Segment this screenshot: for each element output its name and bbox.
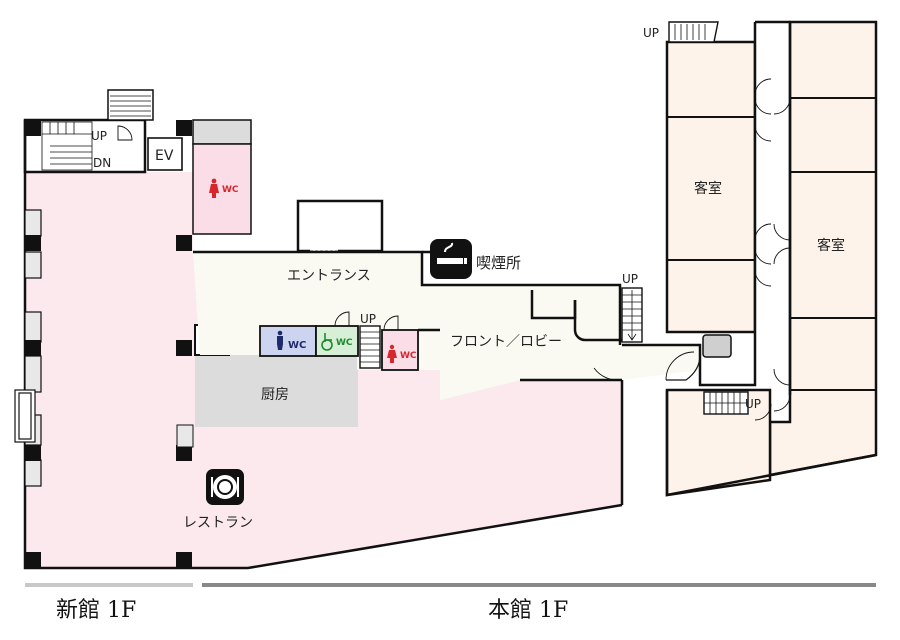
guest-room-left[interactable]: [665, 40, 757, 334]
lobby-female-wc-label: WC: [400, 351, 417, 361]
guest-room-wing: 客室 客室 UP: [643, 20, 878, 497]
shinkan-bar: [25, 583, 193, 587]
restaurant-label: レストラン: [183, 515, 253, 531]
lobby-area[interactable]: [193, 252, 700, 400]
shinkan-stair-up-label: UP: [91, 129, 107, 143]
female-toilet-icon: [387, 344, 397, 363]
entrance-vestibule[interactable]: [296, 199, 384, 253]
elevator-label: EV: [155, 148, 174, 164]
front-lobby-label: フロント／ロビー: [450, 334, 562, 350]
elevator[interactable]: [147, 137, 183, 171]
kitchen-area[interactable]: [195, 355, 358, 427]
top-stairs[interactable]: [668, 21, 719, 43]
restaurant-plate-icon: [206, 469, 244, 505]
corridor-stairs[interactable]: [703, 391, 749, 415]
center-stair-up-label: UP: [360, 312, 376, 326]
kitchen-label: 厨房: [261, 387, 289, 403]
entrance-label: エントランス: [287, 268, 371, 284]
honkan-label: 本館 1F: [488, 598, 569, 623]
female-toilet-icon: [209, 178, 219, 198]
lobby-stairs[interactable]: [621, 287, 643, 343]
lobby-female-wc[interactable]: [381, 329, 419, 371]
lobby-stair-up-label: UP: [622, 272, 638, 286]
shinkan-female-wc[interactable]: [192, 143, 252, 235]
west-windows: [14, 209, 42, 487]
honkan-bar: [202, 583, 876, 587]
accessible-wc-label: WC: [336, 338, 353, 348]
shinkan-stair-down-label: DN: [93, 156, 111, 170]
accessible-wc[interactable]: [315, 325, 359, 357]
male-wc-label: WC: [288, 340, 306, 351]
shinkan-stairs[interactable]: [41, 121, 93, 171]
corridor-stair-up-label: UP: [745, 397, 761, 411]
male-toilet-icon: [277, 330, 283, 350]
top-stair-up-label: UP: [643, 26, 659, 40]
shinkan-label: 新館 1F: [56, 598, 137, 623]
shinkan-wc-label: WC: [222, 185, 239, 195]
top-entry-steps: [107, 89, 154, 121]
smoking-icon: [430, 239, 472, 279]
shinkan-building: UP DN EV WC: [14, 89, 623, 570]
male-wc[interactable]: [259, 325, 317, 357]
structural-columns-shinkan: [25, 120, 192, 568]
smoking-area-label: 喫煙所: [476, 254, 521, 272]
guest-room-right-label: 客室: [817, 237, 845, 254]
honkan-lobby: エントランス 喫煙所 フロント／ロビー WC WC: [193, 199, 702, 505]
guest-room-left-label: 客室: [694, 180, 722, 197]
restaurant-area[interactable]: [25, 172, 622, 568]
center-stairs[interactable]: [359, 325, 381, 369]
wheelchair-icon: [321, 333, 333, 351]
shinkan-upper-strip: [192, 119, 252, 145]
